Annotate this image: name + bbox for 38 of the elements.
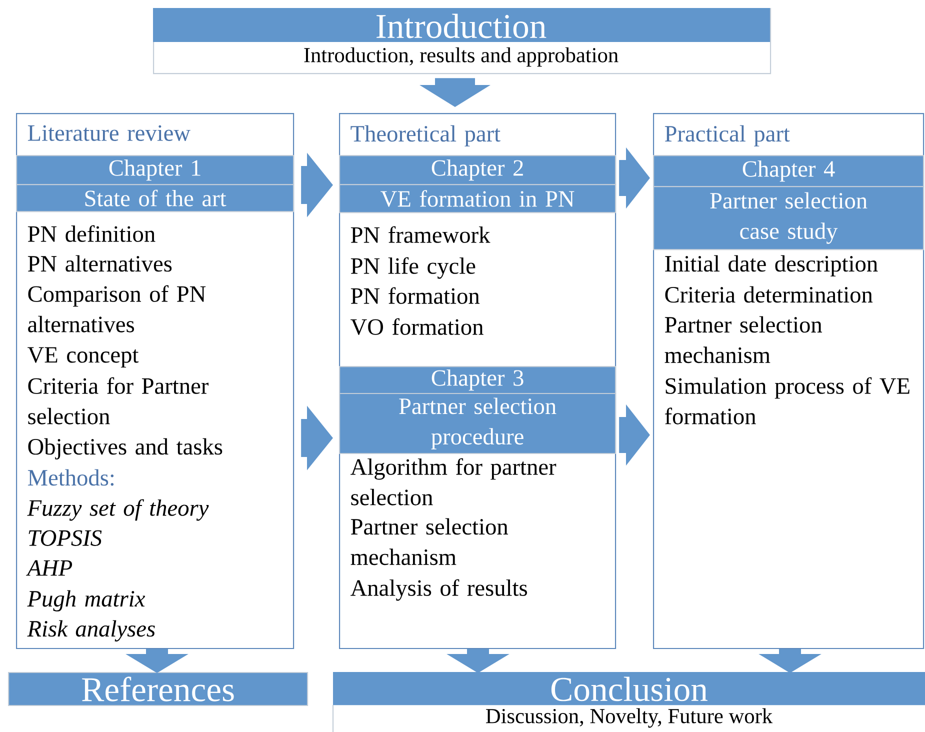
list-item: Fuzzy set of theory (27, 499, 209, 521)
list-item: AHP (26, 560, 72, 576)
list-item: Comparison of PN alternatives (28, 285, 206, 332)
list-item: Algorithm for partner selection (350, 458, 556, 506)
list-item: Analysis of results (350, 579, 527, 601)
list-item: PN framework (350, 226, 490, 243)
chapter-band: Chapter 1 (16, 155, 294, 186)
list-item: Partner selection mechanism (350, 518, 508, 566)
chapter-band: Chapter 3 (339, 366, 616, 394)
list-item: PN alternatives (28, 255, 172, 272)
list-item: PN definition (28, 225, 156, 242)
list-item: Initial date description (665, 255, 878, 276)
node-label: Conclusion (551, 676, 708, 702)
chapter-band: VE formation in PN (339, 184, 616, 214)
list-item: VO formation (350, 318, 484, 336)
chapter-band: Chapter 2 (339, 155, 616, 186)
section-heading: Practical part (664, 125, 790, 146)
list-item: PN life cycle (350, 257, 476, 279)
list-item: Criteria for Partner selection (28, 377, 208, 424)
list-item: TOPSIS (28, 530, 102, 546)
section-heading: Literature review (28, 125, 190, 141)
list-item: Partner selection mechanism (664, 316, 822, 364)
list-item: Simulation process of VE formation (664, 377, 910, 424)
chapter-band: State of the art (16, 184, 294, 212)
chapter-band: Chapter 4 (653, 155, 924, 188)
column-box (16, 113, 294, 650)
methods-heading: Methods: (28, 469, 114, 486)
chapter-band: Partner selection case study (653, 186, 924, 250)
heading-banner: Introduction Introduction, results and approbation (153, 8, 772, 74)
list-item: Objectives and tasks (28, 438, 222, 460)
list-item: Risk analyses (27, 620, 155, 642)
node-label: Discussion, Novelty, Future work (486, 708, 773, 728)
heading-banner: Conclusion Discussion, Novelty, Future work (332, 672, 925, 732)
list-item: VE concept (28, 347, 139, 368)
list-item: PN formation (350, 287, 480, 304)
list-item: Pugh matrix (27, 590, 146, 612)
section-heading: Theoretical part (350, 125, 500, 146)
list-item: Criteria determination (665, 286, 873, 303)
